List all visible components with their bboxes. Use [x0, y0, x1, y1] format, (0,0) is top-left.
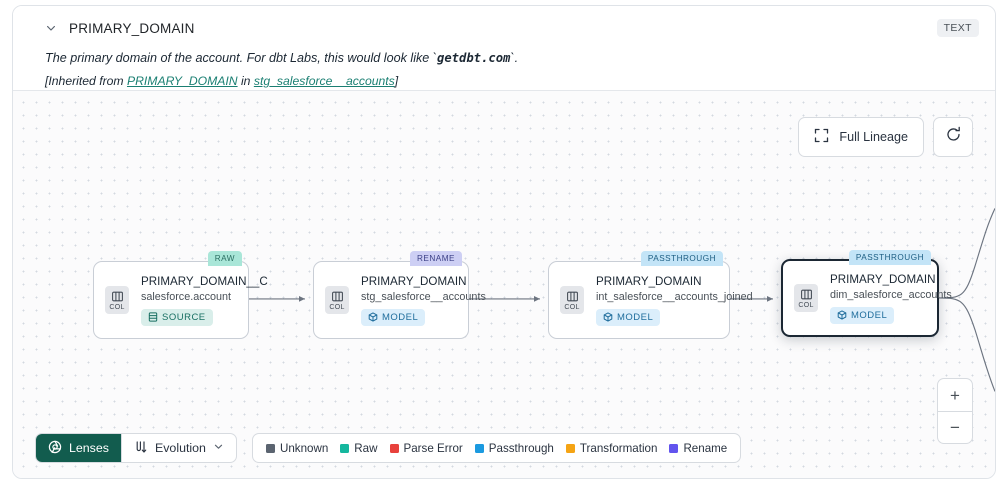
panel-header: PRIMARY_DOMAIN TEXT The primary domain o… [13, 6, 995, 90]
node-table-name: int_salesforce__accounts_joined [596, 290, 753, 303]
columns-icon: COL [560, 286, 584, 314]
col-chip-label: COL [798, 301, 814, 309]
node-kind-badge: MODEL [596, 308, 661, 326]
zoom-out-button[interactable]: − [938, 411, 972, 443]
node-kind-label: MODEL [617, 311, 654, 323]
columns-icon: COL [325, 286, 349, 314]
refresh-button[interactable] [933, 117, 973, 157]
legend-item: Passthrough [474, 441, 554, 455]
node-table-name: stg_salesforce__accounts [361, 290, 486, 303]
inherited-joiner: in [237, 74, 254, 88]
zoom-in-button[interactable]: + [950, 385, 960, 405]
zoom-controls: + − [937, 378, 973, 444]
lineage-node[interactable]: PASSTHROUGH COL PRIMARY_DOMAIN dim_salesfor… [781, 250, 952, 337]
legend-label: Transformation [579, 441, 658, 455]
title-row: PRIMARY_DOMAIN [29, 16, 979, 40]
legend-item: Unknown [265, 441, 329, 455]
legend-swatch [565, 443, 575, 453]
legend-swatch [669, 443, 679, 453]
node-column-name: PRIMARY_DOMAIN [596, 274, 702, 288]
lineage-node[interactable]: RAW COL PRIMARY_DOMAIN__C salesforce.accoun… [93, 251, 268, 339]
lineage-node[interactable]: PASSTHROUGH COL PRIMARY_DOMAIN int_salesfor… [548, 251, 753, 339]
full-lineage-button[interactable]: Full Lineage [798, 117, 924, 157]
node-kind-label: SOURCE [162, 311, 206, 323]
inherited-column-link[interactable]: PRIMARY_DOMAIN [126, 74, 238, 88]
legend-label: Unknown [279, 441, 329, 455]
node-kind-badge: MODEL [830, 306, 895, 324]
canvas-bottom-bar: Lenses Evolution [35, 433, 742, 463]
lens-legend: Unknown Raw Parse Error Passthrough Transfor… [251, 433, 742, 463]
page-title: PRIMARY_DOMAIN [69, 20, 195, 36]
node-table-name: salesforce.account [141, 290, 232, 303]
chevron-down-icon[interactable] [43, 20, 59, 36]
lens-badge: RAW [207, 251, 242, 266]
legend-item: Transformation [565, 441, 658, 455]
legend-swatch [389, 443, 399, 453]
legend-item: Raw [340, 441, 378, 455]
panel-card: PRIMARY_DOMAIN TEXT The primary domain o… [12, 5, 996, 479]
legend-item: Parse Error [389, 441, 463, 455]
sort-icon [134, 440, 148, 457]
chevron-down-icon [213, 441, 224, 455]
column-description: The primary domain of the account. For d… [45, 50, 979, 67]
columns-icon: COL [105, 286, 129, 314]
canvas-top-controls: Full Lineage [798, 117, 973, 157]
node-kind-label: MODEL [851, 309, 888, 321]
expand-icon [814, 128, 829, 146]
col-chip-label: COL [564, 303, 580, 311]
lineage-node[interactable]: RENAME COL PRIMARY_DOMAIN stg_salesforce__a… [313, 251, 486, 339]
legend-label: Parse Error [403, 441, 463, 455]
legend-swatch [340, 443, 350, 453]
node-column-name: PRIMARY_DOMAIN__C [141, 274, 268, 288]
inherited-from-line: [Inherited from PRIMARY_DOMAIN in stg_sa… [45, 74, 979, 88]
evolution-dropdown[interactable]: Evolution [120, 434, 236, 462]
lenses-button[interactable]: Lenses [36, 434, 121, 462]
node-table-name: dim_salesforce_accounts [830, 288, 952, 301]
legend-label: Passthrough [488, 441, 554, 455]
aperture-icon [48, 440, 62, 457]
node-kind-label: MODEL [382, 311, 419, 323]
node-column-name: PRIMARY_DOMAIN [361, 274, 467, 288]
description-suffix: `. [510, 51, 519, 65]
description-prefix: The primary domain of the account. For d… [45, 51, 437, 65]
col-chip-label: COL [109, 303, 125, 311]
description-code: getdbt.com [437, 51, 511, 65]
lens-toolbar: Lenses Evolution [35, 433, 237, 463]
node-kind-badge: SOURCE [141, 308, 213, 326]
node-body: PRIMARY_DOMAIN int_salesforce__accounts_j… [596, 275, 763, 326]
legend-label: Raw [354, 441, 378, 455]
lens-badge: RENAME [409, 251, 462, 266]
inherited-suffix: ] [394, 74, 399, 88]
legend-label: Rename [683, 441, 728, 455]
columns-icon: COL [794, 284, 818, 312]
lineage-edges [249, 208, 995, 392]
inherited-prefix: [Inherited from [45, 74, 127, 88]
node-column-name: PRIMARY_DOMAIN [830, 272, 936, 286]
full-lineage-label: Full Lineage [839, 130, 908, 144]
node-kind-badge: MODEL [361, 308, 426, 326]
col-chip-label: COL [329, 303, 345, 311]
legend-item: Rename [669, 442, 727, 455]
lenses-label: Lenses [69, 441, 109, 455]
lineage-canvas[interactable]: RAW COL PRIMARY_DOMAIN__C salesforce.accoun… [13, 90, 995, 478]
legend-swatch [474, 443, 484, 453]
type-badge: TEXT [936, 19, 979, 37]
lens-badge: PASSTHROUGH [848, 250, 931, 265]
inherited-model-link[interactable]: stg_salesforce__accounts [253, 74, 395, 88]
lens-badge: PASSTHROUGH [640, 251, 723, 266]
legend-swatch [265, 443, 275, 453]
evolution-label: Evolution [154, 441, 206, 455]
refresh-icon [945, 126, 962, 148]
